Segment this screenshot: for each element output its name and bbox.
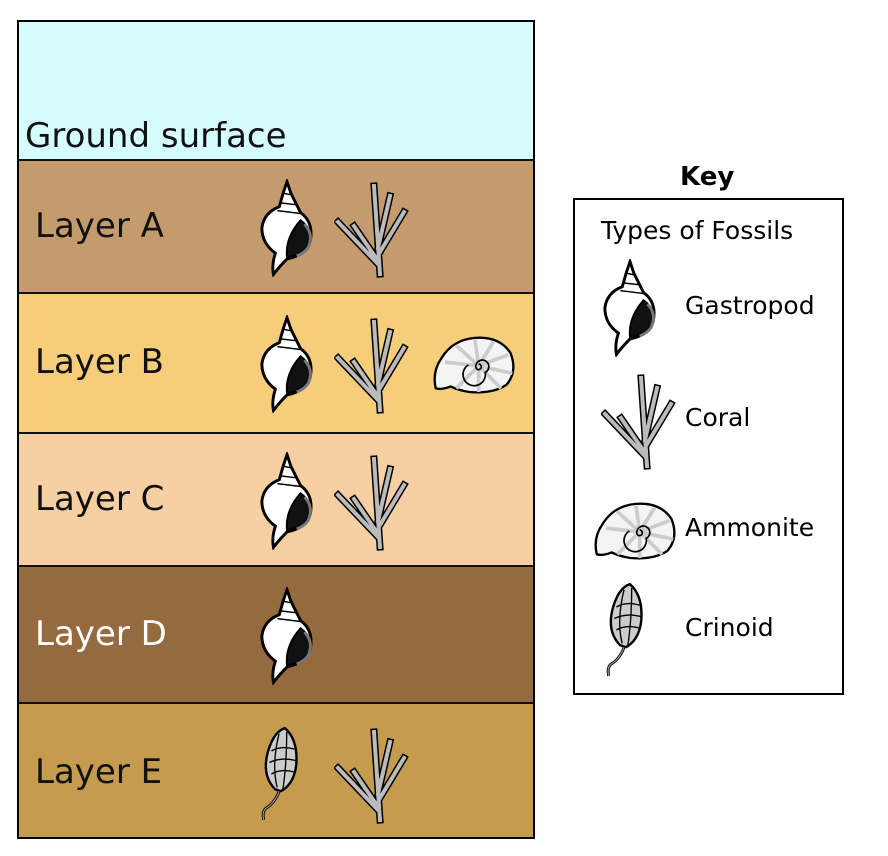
key-item-crinoid: Crinoid <box>575 580 842 680</box>
key-label: Coral <box>685 403 751 432</box>
layer-label: Layer E <box>35 752 163 792</box>
key-label: Gastropod <box>685 291 815 320</box>
gastropod-icon <box>601 259 659 357</box>
coral-icon <box>334 724 414 824</box>
key-label: Crinoid <box>685 613 774 642</box>
key-item-gastropod: Gastropod <box>575 258 842 358</box>
layer-label: Layer C <box>35 478 165 519</box>
gastropod-icon <box>258 179 316 277</box>
ground-surface-band: Ground surface <box>19 22 533 159</box>
layer-label: Layer D <box>35 613 167 654</box>
ground-surface-label: Ground surface <box>25 116 287 156</box>
key-title: Key <box>680 162 735 192</box>
crinoid-icon <box>258 726 302 822</box>
crinoid-icon <box>603 582 647 678</box>
layer-band: Layer C <box>19 432 533 567</box>
layer-band: Layer D <box>19 565 533 704</box>
key-label: Ammonite <box>685 513 815 542</box>
layer-label: Layer A <box>35 205 164 246</box>
layer-band: Layer B <box>19 292 533 434</box>
rock-layers-column: Ground surface Layer A Layer B Layer C Laye… <box>17 20 535 839</box>
key-item-coral: Coral <box>575 370 842 470</box>
key-item-ammonite: Ammonite <box>575 480 842 580</box>
coral-icon <box>334 314 414 414</box>
layer-band: Layer A <box>19 159 533 294</box>
key-heading: Types of Fossils <box>601 216 794 245</box>
coral-icon <box>334 178 414 278</box>
gastropod-icon <box>258 452 316 550</box>
gastropod-icon <box>258 587 316 685</box>
layer-band: Layer E <box>19 702 533 837</box>
coral-icon <box>334 451 414 551</box>
gastropod-icon <box>258 315 316 413</box>
coral-icon <box>601 370 681 470</box>
ammonite-icon <box>593 500 677 560</box>
layer-label: Layer B <box>35 342 164 382</box>
ammonite-icon <box>432 334 516 394</box>
